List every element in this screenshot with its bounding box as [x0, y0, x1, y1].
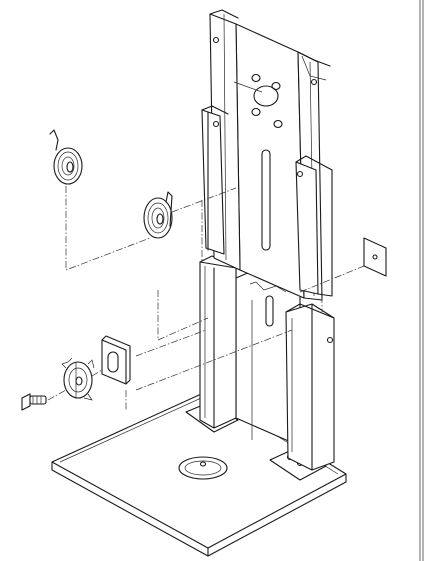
frame-border: [419, 0, 424, 561]
assembly-center-lines: [47, 186, 365, 410]
bracket-clip: [101, 335, 131, 385]
small-cover-plate: [363, 237, 387, 277]
screw: [21, 393, 47, 411]
spring-washer: [61, 357, 95, 401]
lower-column: [185, 255, 335, 481]
upper-slide-column: [201, 9, 333, 301]
clock-spring-middle: [143, 191, 173, 239]
clock-spring-left: [49, 129, 83, 185]
